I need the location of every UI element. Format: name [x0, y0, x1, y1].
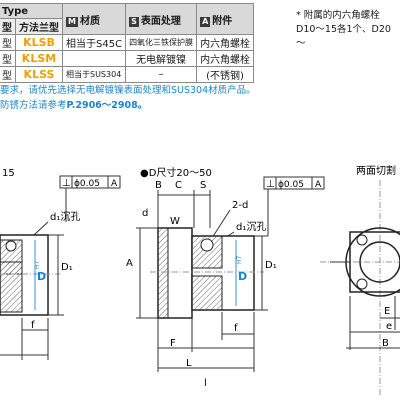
d1-label-D: D [37, 270, 46, 283]
rustproof-note: 防锈方法请参考P.2906～2908。 [0, 97, 147, 111]
d2-tol-box-ref [311, 176, 325, 190]
accessory-note-line1: * 附属的内六角螺栓 [296, 10, 380, 21]
table-row: 型 KLSM 无电解镀镍 内六角螺栓 [0, 50, 255, 67]
accessory-note-line2: D10～15各1个、D20～ [296, 24, 391, 49]
d1-bolt-icon [5, 240, 17, 252]
d3-bore-circle [359, 241, 400, 283]
d3-label-E: E [384, 306, 390, 317]
d2-flange-hatch [157, 227, 169, 319]
type-header: Type [0, 3, 63, 19]
surface-header-label: 表面处理 [140, 15, 181, 27]
d3-bolt-hole-icon [356, 278, 368, 290]
d1-tol-value: ϕ0.05 [74, 179, 100, 189]
recommendation-note: 要求，请优先选择无电解镀镍表面处理和SUS304材质产品。 [0, 85, 256, 96]
accessory-note: * 附属的内六角螺栓 D10～15各1个、D20～ [296, 9, 400, 51]
row-code: KLSB [15, 34, 63, 51]
type-header-label: Type [2, 5, 29, 17]
d2-label-d: d [142, 208, 148, 219]
d2-leader-2d [211, 209, 231, 239]
material-badge-icon: M [66, 16, 78, 27]
d2-title: ●D尺寸20～50 [140, 166, 212, 179]
d1-label-f: f [31, 320, 35, 331]
d2-label-L: L [186, 358, 192, 369]
d1-tol-ref: A [111, 179, 118, 189]
d2-label-A: A [126, 258, 133, 269]
d2-label-F: F [170, 338, 176, 349]
drawing-right: 两面切割 E e B [320, 164, 400, 396]
rustproof-note-prefix: 防锈方法请参考 [0, 100, 67, 111]
drawing-left: 15 ⊥ ϕ0.05 A d₁沉孔 D H7 D₁ f [0, 168, 121, 360]
d3-flange [349, 231, 400, 293]
d2-label-f: f [234, 323, 238, 334]
d1-label-D1: D₁ [61, 262, 73, 273]
d3-label-B: B [382, 338, 389, 349]
table-subheader-row: 型 方法兰型 [0, 18, 254, 35]
d2-label-l: l [204, 378, 207, 389]
d2-label-S: S [200, 180, 206, 191]
d2-counterbore: d₁沉孔 [236, 220, 266, 233]
row-surface: – [125, 66, 198, 83]
d2-label-W: W [170, 216, 180, 227]
row-accessory: (不锈钢) [196, 66, 255, 83]
d2-perp-symbol: ⊥ [266, 179, 275, 190]
row-code: KLSM [15, 50, 63, 67]
d2-tol-ref: A [315, 180, 322, 190]
d3-label-e: e [386, 321, 392, 332]
surface-badge-icon: S [129, 16, 139, 27]
accessory-badge-icon: A [200, 16, 211, 27]
flange-type-header: 方法兰型 [15, 18, 63, 35]
d2-label-D1: D₁ [265, 260, 277, 271]
drawing-center: ●D尺寸20～50 B C S ⊥ ϕ0.05 A d 2-d d₁沉孔 W [126, 166, 325, 389]
d1-hatch-bottom [0, 261, 23, 313]
std-type-header: 型 [0, 18, 16, 35]
d2-hatch-bottom [191, 275, 223, 311]
material-header-label: 材质 [79, 15, 100, 27]
d3-bolt-hole-icon [356, 234, 368, 246]
d1-tol-box-ref [107, 175, 121, 189]
d1-label-15: 15 [2, 168, 15, 179]
d1-perp-symbol: ⊥ [62, 178, 71, 189]
accessory-header-label: 附件 [212, 15, 233, 27]
table-row: 型 KLSB 相当于S45C 四氧化三铁保护膜 内六角螺栓 [0, 34, 255, 51]
d2-bolt-icon [200, 238, 214, 252]
row-material: 相当于SUS304 [61, 66, 127, 83]
d1-counterbore: d₁沉孔 [50, 210, 80, 223]
d2-fit-D: H7 [236, 255, 243, 264]
row-code: KLSS [15, 66, 63, 83]
table-row: 型 KLSS 相当于SUS304 – (不锈钢) [0, 66, 255, 83]
page-reference-link[interactable]: P.2906～2908。 [66, 100, 148, 111]
d2-label-D: D [238, 270, 247, 283]
d2-tol-value: ϕ0.05 [278, 180, 304, 190]
d2-label-C: C [175, 180, 182, 191]
d1-fit-D: H7 [34, 260, 41, 269]
d2-label-2d: 2-d [232, 200, 248, 211]
d2-label-B: B [155, 180, 162, 191]
d3-title: 两面切割 [356, 164, 396, 177]
